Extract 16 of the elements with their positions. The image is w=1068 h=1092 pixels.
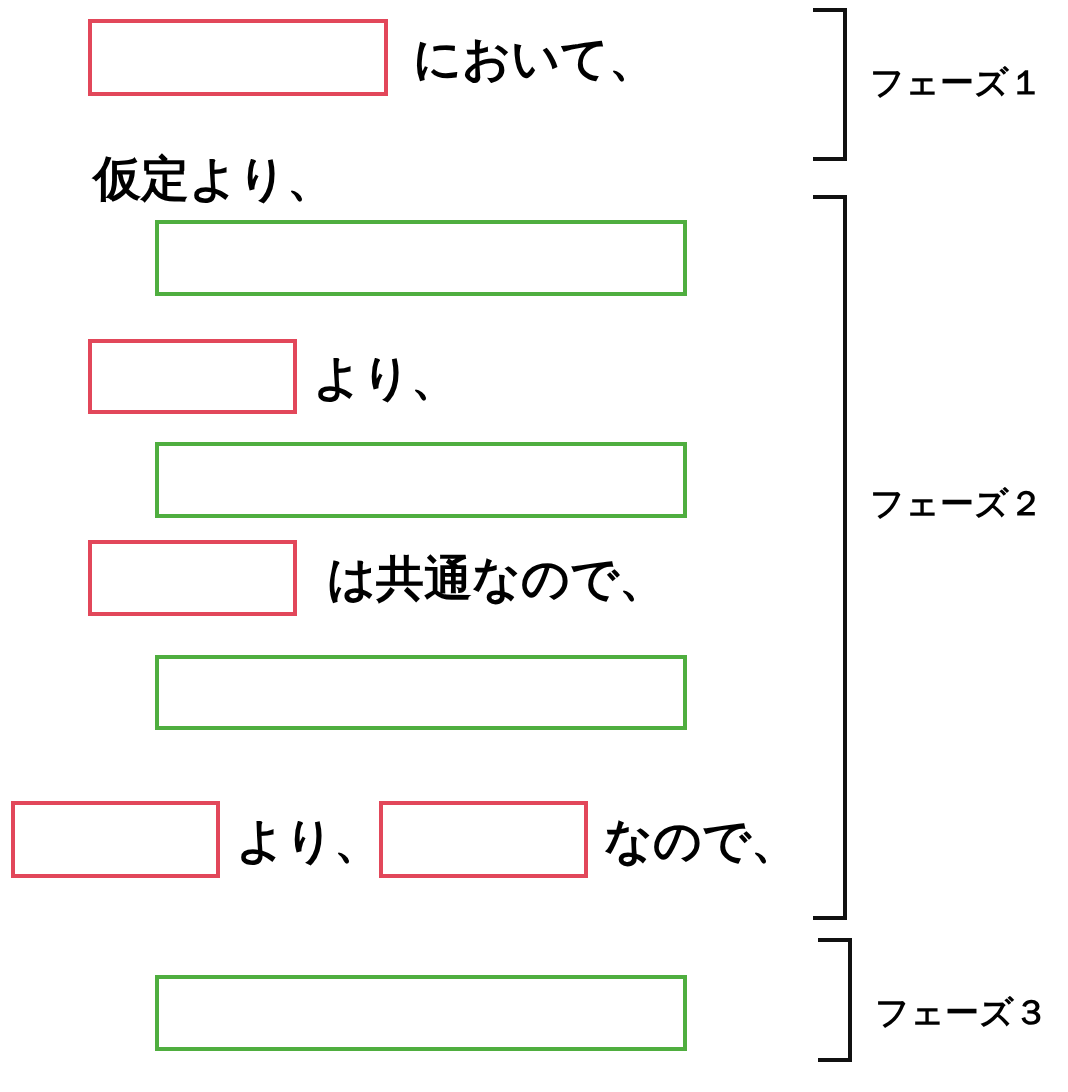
answer-box: [88, 339, 297, 414]
answer-box: [379, 801, 588, 878]
answer-box: [11, 801, 220, 878]
answer-box: [155, 655, 687, 730]
phase-label: フェーズ１: [870, 65, 1043, 99]
answer-box: [155, 220, 687, 296]
sentence-text: より、: [236, 815, 382, 864]
answer-box: [88, 540, 297, 616]
answer-box: [155, 442, 687, 518]
phase-label: フェーズ３: [875, 995, 1048, 1029]
answer-box: [88, 19, 388, 96]
phase-label: フェーズ２: [870, 486, 1043, 520]
answer-box: [155, 975, 687, 1051]
sentence-text: において、: [413, 33, 657, 82]
sentence-text: 仮定より、: [93, 154, 335, 202]
sentence-text: より、: [313, 352, 459, 401]
